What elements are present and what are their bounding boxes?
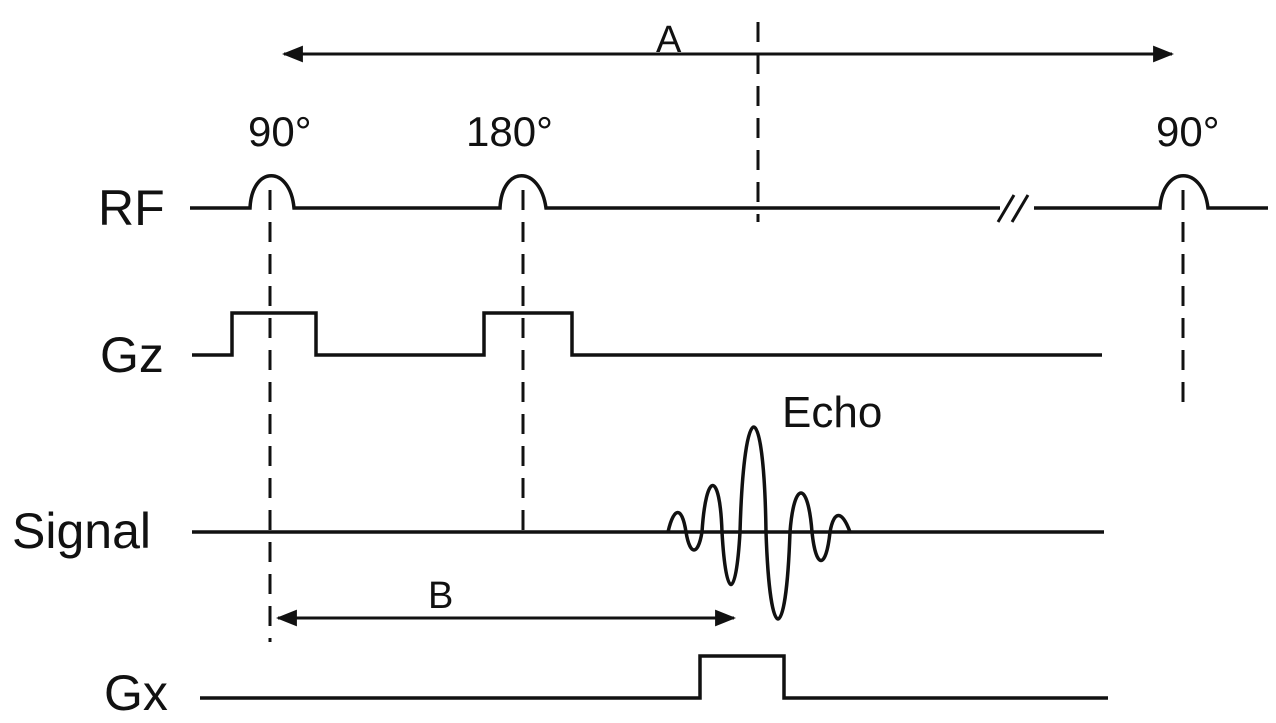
gx-gradient-waveform xyxy=(200,654,1108,700)
gz-gradient-waveform xyxy=(192,311,1102,357)
180-pulse-label: 180° xyxy=(466,108,553,155)
signal-row-label: Signal xyxy=(12,503,151,559)
echo-waveform xyxy=(666,425,852,621)
gx-row-label: Gx xyxy=(104,665,168,721)
rf-waveform xyxy=(190,174,1000,210)
rf-row-label: RF xyxy=(98,180,165,236)
repetition-time-label: A xyxy=(656,19,682,61)
echo-time-label: B xyxy=(428,575,453,617)
echo-label: Echo xyxy=(782,388,882,437)
gz-row-label: Gz xyxy=(100,327,164,383)
second-90-pulse-label: 90° xyxy=(1156,108,1220,155)
rf-waveform-continued xyxy=(1034,174,1268,210)
first-90-pulse-label: 90° xyxy=(248,108,312,155)
time-break-mark xyxy=(996,194,1030,223)
